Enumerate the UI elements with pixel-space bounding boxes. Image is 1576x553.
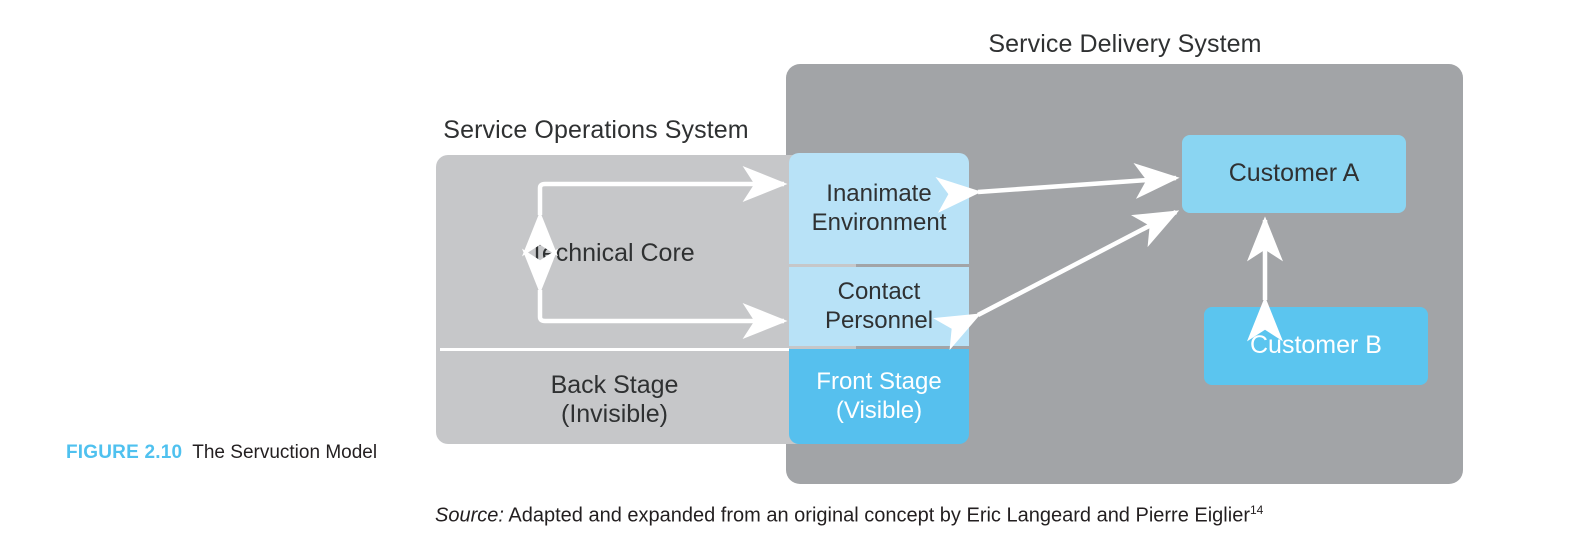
inanimate-environment-label-line1: Inanimate [826,180,932,208]
source-footnote: 14 [1249,503,1264,517]
technical-core-label: Technical Core [529,239,695,268]
operations-divider [440,348,789,351]
front-stage-box: Front Stage (Visible) [789,349,969,444]
source-label: Source: [435,504,504,527]
technical-core-box: Technical Core [436,228,788,280]
customer-b-label: Customer B [1250,331,1382,360]
inanimate-environment-label-line2: Environment [811,208,947,236]
service-delivery-system-title: Service Delivery System [988,30,1262,58]
customer-b-box: Customer B [1204,307,1428,385]
back-stage-box: Back Stage (Invisible) [440,358,789,442]
service-operations-system-title: Service Operations System [443,116,749,144]
back-stage-label-line2: (Invisible) [561,400,668,428]
source-text: Adapted and expanded from an original co… [508,504,1250,527]
inanimate-environment-box: Inanimate Environment [789,153,969,264]
figure-number: FIGURE 2.10 [66,442,183,463]
contact-personnel-box: Contact Personnel [789,267,969,346]
contact-personnel-label-line1: Contact [837,278,921,306]
figure-caption: FIGURE 2.10 The Servuction Model [66,438,396,467]
front-stage-label-line1: Front Stage [816,368,942,396]
customer-a-box: Customer A [1182,135,1406,213]
front-stage-label-line2: (Visible) [835,396,923,424]
figure-title: The Servuction Model [192,442,378,463]
back-stage-label-line1: Back Stage [550,370,679,399]
source-line: Source: Adapted and expanded from an ori… [435,503,1435,528]
contact-personnel-label-line2: Personnel [824,306,934,334]
customer-a-label: Customer A [1228,159,1360,188]
